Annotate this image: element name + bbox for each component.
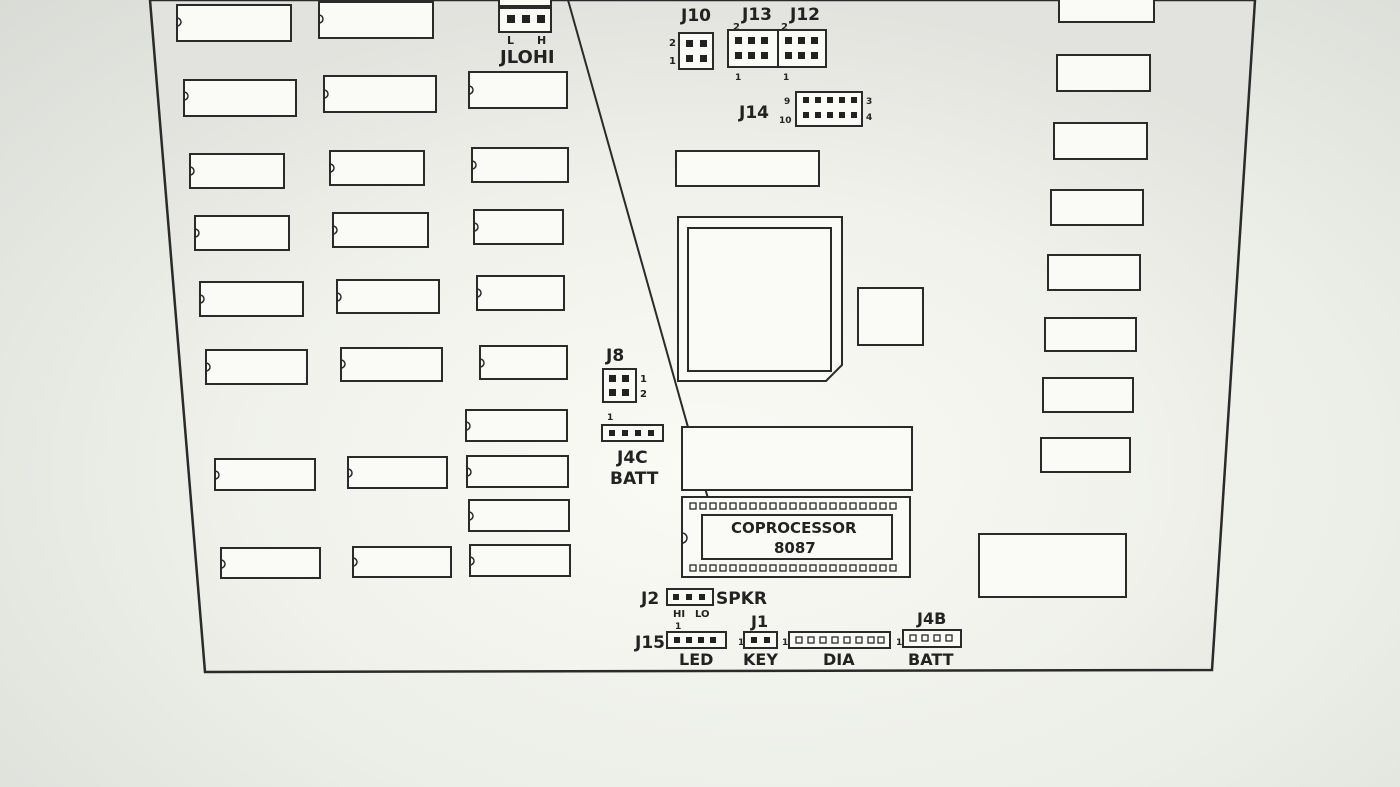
chip xyxy=(857,287,924,346)
chip xyxy=(340,347,443,382)
j14-header: J14 9 10 3 4 xyxy=(738,91,872,127)
chip xyxy=(1053,122,1148,160)
chip xyxy=(318,1,434,39)
j4c-batt-label: BATT xyxy=(610,469,659,489)
batt-label: BATT xyxy=(908,650,954,669)
chip xyxy=(1058,0,1155,23)
chip xyxy=(1047,254,1141,291)
spkr-label: SPKR xyxy=(716,589,767,609)
j8-label: J8 xyxy=(605,346,624,366)
chip xyxy=(476,275,565,311)
dia-label: DIA xyxy=(823,650,855,669)
led-connector xyxy=(666,631,727,649)
j8-pin1-label: 1 xyxy=(640,374,647,385)
chip xyxy=(329,150,425,186)
j4c-batt-connector: 1 J4C BATT xyxy=(601,413,664,489)
j2-hi-label: HI xyxy=(673,609,685,620)
j10-pin2-label: 2 xyxy=(669,38,676,49)
chip xyxy=(1050,189,1144,226)
chip xyxy=(220,547,321,579)
chip xyxy=(352,546,452,578)
chip xyxy=(978,533,1127,598)
led-label: LED xyxy=(679,650,713,669)
j4c-label: J4C xyxy=(616,448,648,468)
chip-column-1 xyxy=(176,4,321,579)
dia-pin1-label: 1 xyxy=(782,638,788,648)
j12-label: J12 xyxy=(789,5,820,25)
coprocessor-part-label: 8087 xyxy=(774,539,816,557)
jumper-h-label: H xyxy=(537,34,546,47)
chip xyxy=(465,409,568,442)
j8-header: J8 1 2 xyxy=(602,346,647,403)
chip xyxy=(468,71,568,109)
chip-notches xyxy=(176,14,485,569)
j14-pin4-label: 4 xyxy=(866,113,872,123)
jlohi-jumper: L H JLOHI xyxy=(498,0,555,68)
chip-column-3 xyxy=(465,71,571,577)
j15-pin1-label: 1 xyxy=(675,622,681,632)
chip xyxy=(189,153,285,189)
j8-pin2-label: 2 xyxy=(640,389,647,400)
j1-label: J1 xyxy=(750,612,768,631)
chip-column-2 xyxy=(318,1,452,578)
bottom-connectors: J15 1 LED J1 1 KEY 1 DIA J4B 1 BATT xyxy=(634,609,962,669)
coprocessor-label: COPROCESSOR xyxy=(731,519,857,537)
j13-label: J13 xyxy=(741,5,772,25)
chip xyxy=(183,79,297,117)
chip xyxy=(1040,437,1131,473)
key-connector xyxy=(743,631,778,649)
j13-pin2-label: 2 xyxy=(733,22,740,33)
chip xyxy=(468,499,570,532)
key-label: KEY xyxy=(743,650,778,669)
cpu-die xyxy=(687,227,832,372)
chip xyxy=(332,212,429,248)
j10-header: J10 2 1 xyxy=(669,6,714,70)
j10-label: J10 xyxy=(680,6,711,26)
dia-connector xyxy=(788,631,891,649)
chip xyxy=(675,150,820,187)
coprocessor-socket: COPROCESSOR 8087 xyxy=(681,496,911,578)
j14-pin9-label: 9 xyxy=(784,97,790,107)
chip xyxy=(681,426,913,491)
j13-pin1-label: 1 xyxy=(735,73,741,83)
j48-label: J4B xyxy=(916,609,946,628)
chip xyxy=(473,209,564,245)
chip xyxy=(1042,377,1134,413)
central-components xyxy=(675,150,924,491)
chip xyxy=(336,279,440,314)
j4c-pin1-label: 1 xyxy=(607,413,613,423)
j14-pin10-label: 10 xyxy=(779,116,792,126)
chip xyxy=(471,147,569,183)
j1-pin1-label: 1 xyxy=(738,638,744,648)
jumper-l-label: L xyxy=(507,34,514,47)
j10-pin1-label: 1 xyxy=(669,56,676,67)
chip xyxy=(323,75,437,113)
j12-pin1-label: 1 xyxy=(783,73,789,83)
chip xyxy=(1056,54,1151,92)
j14-label: J14 xyxy=(738,103,769,123)
j13-j12-headers: J13 J12 2 2 1 1 xyxy=(727,5,827,83)
chip xyxy=(347,456,448,489)
j2-label: J2 xyxy=(640,589,659,609)
chip xyxy=(1044,317,1137,352)
j15-label: J15 xyxy=(634,633,665,653)
jlohi-label: JLOHI xyxy=(498,47,555,68)
chip xyxy=(194,215,290,251)
j12-pin2-label: 2 xyxy=(781,22,788,33)
chip xyxy=(466,455,569,488)
batt-connector xyxy=(902,629,962,648)
j2-spkr-connector: J2 SPKR HI LO xyxy=(640,588,767,620)
chip-column-right xyxy=(978,0,1155,598)
j48-pin1-label: 1 xyxy=(896,638,902,648)
chip xyxy=(479,345,568,380)
chip xyxy=(176,4,292,42)
chip xyxy=(205,349,308,385)
chip xyxy=(214,458,316,491)
chip xyxy=(199,281,304,317)
j14-pin3-label: 3 xyxy=(866,97,872,107)
j2-lo-label: LO xyxy=(695,609,710,620)
chip xyxy=(469,544,571,577)
